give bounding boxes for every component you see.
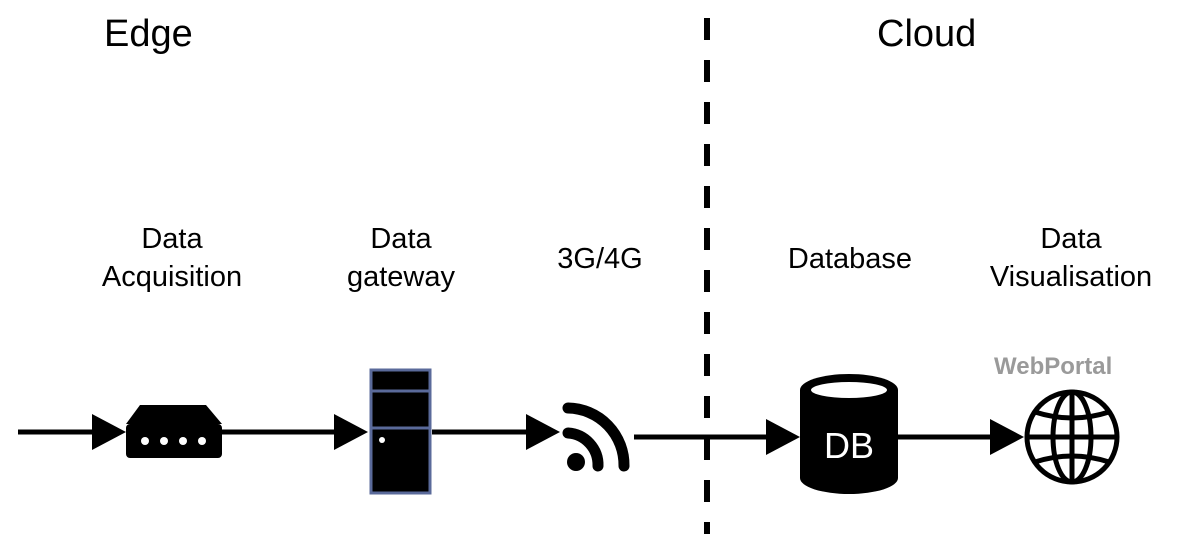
stage-label-line: Data [370,223,432,255]
edge-section-title: Edge [104,13,193,55]
arrowhead [766,419,800,455]
cloud-section-title: Cloud [877,13,977,55]
wireless-signal-icon [562,402,630,472]
webportal-label: WebPortal [994,353,1113,380]
stage-label-data-visualisation: Data Visualisation [990,220,1152,296]
stage-label-3g-4g: 3G/4G [557,240,642,278]
server-tower-icon [369,368,432,495]
database-icon-label: DB [824,425,874,466]
flow-connectors [18,414,1024,455]
stage-label-line: Acquisition [101,261,243,293]
arrowhead [334,414,368,450]
arrowhead [526,414,560,450]
arrowhead [990,419,1024,455]
stage-label-line: Data [1040,223,1102,255]
arrowhead [92,414,126,450]
stage-label-data-acquisition: Data Acquisition [102,220,242,296]
stage-label-line: Visualisation [989,261,1153,293]
stage-label-line: Database [787,243,913,275]
sensor-device-icon [126,405,222,458]
database-icon: DB [800,374,898,494]
stage-label-line: 3G/4G [557,243,643,275]
stage-label-database: Database [788,240,912,278]
stage-label-line: gateway [346,261,456,293]
stage-label-data-gateway: Data gateway [347,220,455,296]
globe-icon [1024,389,1120,485]
stage-label-line: Data [141,223,203,255]
